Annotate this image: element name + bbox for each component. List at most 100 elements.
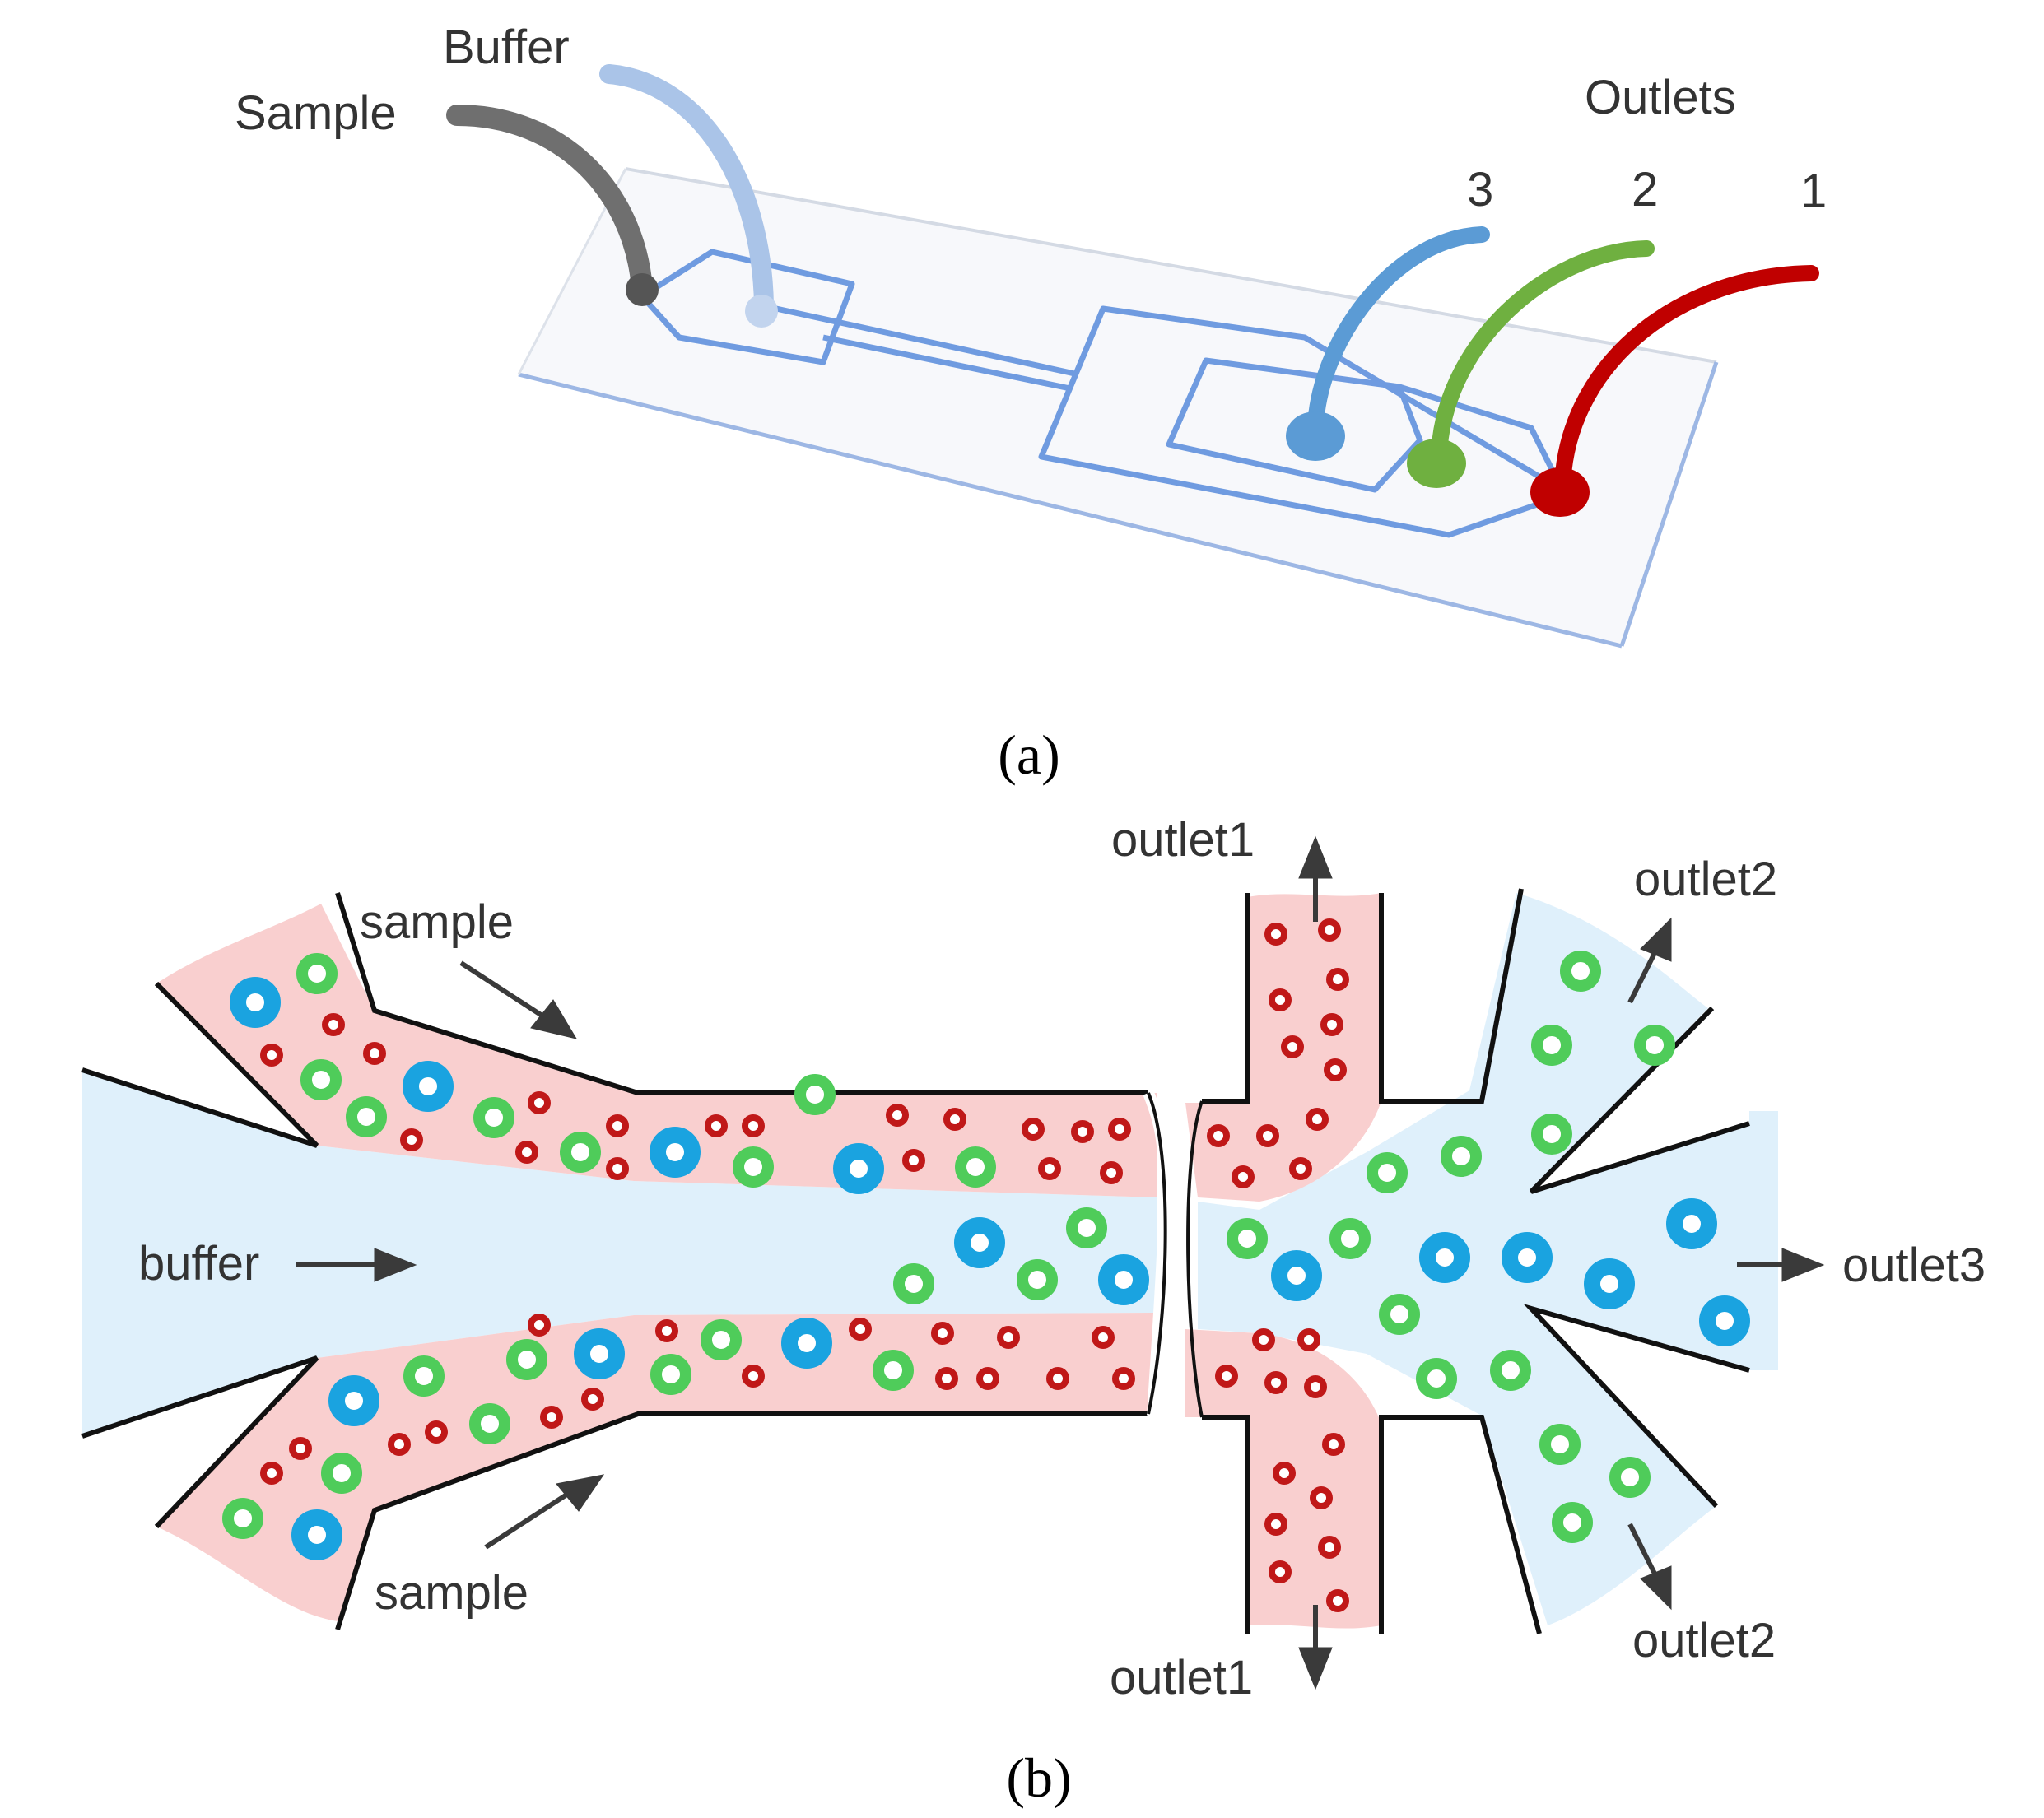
arrow-outlet2-bottom-head (1640, 1565, 1672, 1611)
small-particle (935, 1367, 958, 1390)
label-outlet-2: 2 (1632, 163, 1658, 216)
sample-stream-lower (156, 1313, 1157, 1621)
small-particle (1269, 1560, 1292, 1583)
large-particle (291, 1509, 342, 1560)
main-channel-lower (822, 334, 1071, 392)
arrow-sample-bottom (484, 1491, 570, 1550)
sample-tube (446, 105, 653, 299)
small-particle (931, 1322, 954, 1345)
small-particle (1281, 1035, 1304, 1058)
label-sample: Sample (235, 86, 397, 140)
outlet-1-port (1530, 467, 1590, 517)
medium-particle (1379, 1294, 1420, 1335)
small-particle (1273, 1462, 1296, 1485)
small-particle (1092, 1326, 1115, 1349)
medium-particle (403, 1355, 445, 1397)
medium-particle (1329, 1218, 1371, 1259)
small-particle (1264, 1371, 1287, 1394)
small-particle (388, 1433, 411, 1456)
small-particle (1112, 1367, 1135, 1390)
label-buffer-b: buffer (138, 1237, 259, 1290)
medium-particle (1531, 1114, 1572, 1155)
arrow-buffer-head (374, 1248, 417, 1282)
medium-particle (506, 1339, 547, 1380)
small-particle (425, 1420, 448, 1444)
small-particle (1326, 968, 1349, 991)
label-outlet3: outlet3 (1842, 1239, 1986, 1292)
channel-walls (81, 888, 1750, 1634)
medium-particle (1066, 1207, 1107, 1248)
label-outlet-3: 3 (1467, 163, 1493, 216)
small-particle (260, 1044, 283, 1067)
small-particle (886, 1104, 909, 1127)
small-particle (606, 1114, 629, 1137)
small-particle (1310, 1486, 1333, 1509)
large-particle (650, 1127, 701, 1178)
small-particle (1215, 1365, 1238, 1388)
caption-b: (b) (1006, 1746, 1071, 1809)
separator-buffer (1198, 893, 1778, 1625)
large-particle (1271, 1250, 1322, 1301)
main-channel-upper (757, 301, 1079, 378)
small-particle (1022, 1118, 1045, 1141)
medium-particle (1531, 1025, 1572, 1066)
caption-a: (a) (998, 723, 1059, 786)
large-particle (1584, 1258, 1635, 1309)
small-particle (1108, 1118, 1131, 1141)
medium-particle (1609, 1457, 1651, 1498)
large-particle (1699, 1295, 1750, 1346)
large-particle (403, 1061, 454, 1112)
arrow-outlet2-bottom (1627, 1523, 1657, 1575)
small-particle (515, 1141, 538, 1164)
small-particle (1100, 1161, 1123, 1184)
small-particle (1324, 1058, 1347, 1081)
outlet-1-tube (1554, 265, 1819, 498)
small-particle (1322, 1433, 1345, 1456)
large-particle (1502, 1232, 1553, 1283)
small-particle (289, 1437, 312, 1460)
small-particle (606, 1157, 629, 1180)
large-particle (833, 1143, 884, 1194)
separation-chamber-outer (1038, 305, 1571, 538)
outlet-2-tube (1431, 240, 1655, 467)
small-particle (943, 1108, 966, 1131)
small-particle (742, 1114, 765, 1137)
label-outlet1-bottom: outlet1 (1110, 1651, 1253, 1704)
medium-particle (346, 1096, 387, 1137)
large-particle (1666, 1198, 1717, 1249)
small-particle (1269, 988, 1292, 1011)
medium-particle (955, 1146, 996, 1188)
arrow-sample-bottom-head (556, 1474, 605, 1512)
small-particle (655, 1319, 678, 1342)
separation-chamber-inner (1166, 357, 1423, 493)
large-particle (574, 1328, 625, 1379)
small-particle (1326, 1589, 1349, 1612)
small-particle (1038, 1157, 1061, 1180)
small-particle (1207, 1124, 1230, 1147)
medium-particle (1367, 1152, 1408, 1193)
panel-b: sample sample buffer outlet1 outlet1 out… (81, 813, 1986, 1809)
small-particle (976, 1367, 999, 1390)
small-particle (1318, 1536, 1341, 1559)
medium-particle (873, 1350, 914, 1391)
medium-particle (1634, 1025, 1675, 1066)
label-sample-bottom: sample (375, 1566, 528, 1620)
small-particle (1264, 1513, 1287, 1536)
small-particle (1232, 1165, 1255, 1188)
medium-particle (893, 1263, 934, 1304)
small-particle (260, 1462, 283, 1485)
medium-particle (1490, 1350, 1531, 1391)
large-particle (328, 1375, 379, 1426)
medium-particle (1560, 951, 1601, 992)
large-particle (954, 1217, 1005, 1268)
flow-arrows (296, 835, 1825, 1690)
outlet-3-port (1286, 411, 1345, 461)
small-particle (1071, 1120, 1094, 1143)
small-particle (1252, 1328, 1275, 1351)
medium-particle (296, 953, 338, 994)
small-particle (705, 1114, 728, 1137)
arrow-outlet2-top (1627, 951, 1657, 1004)
large-particle (1098, 1254, 1149, 1305)
large-particle (781, 1318, 832, 1369)
